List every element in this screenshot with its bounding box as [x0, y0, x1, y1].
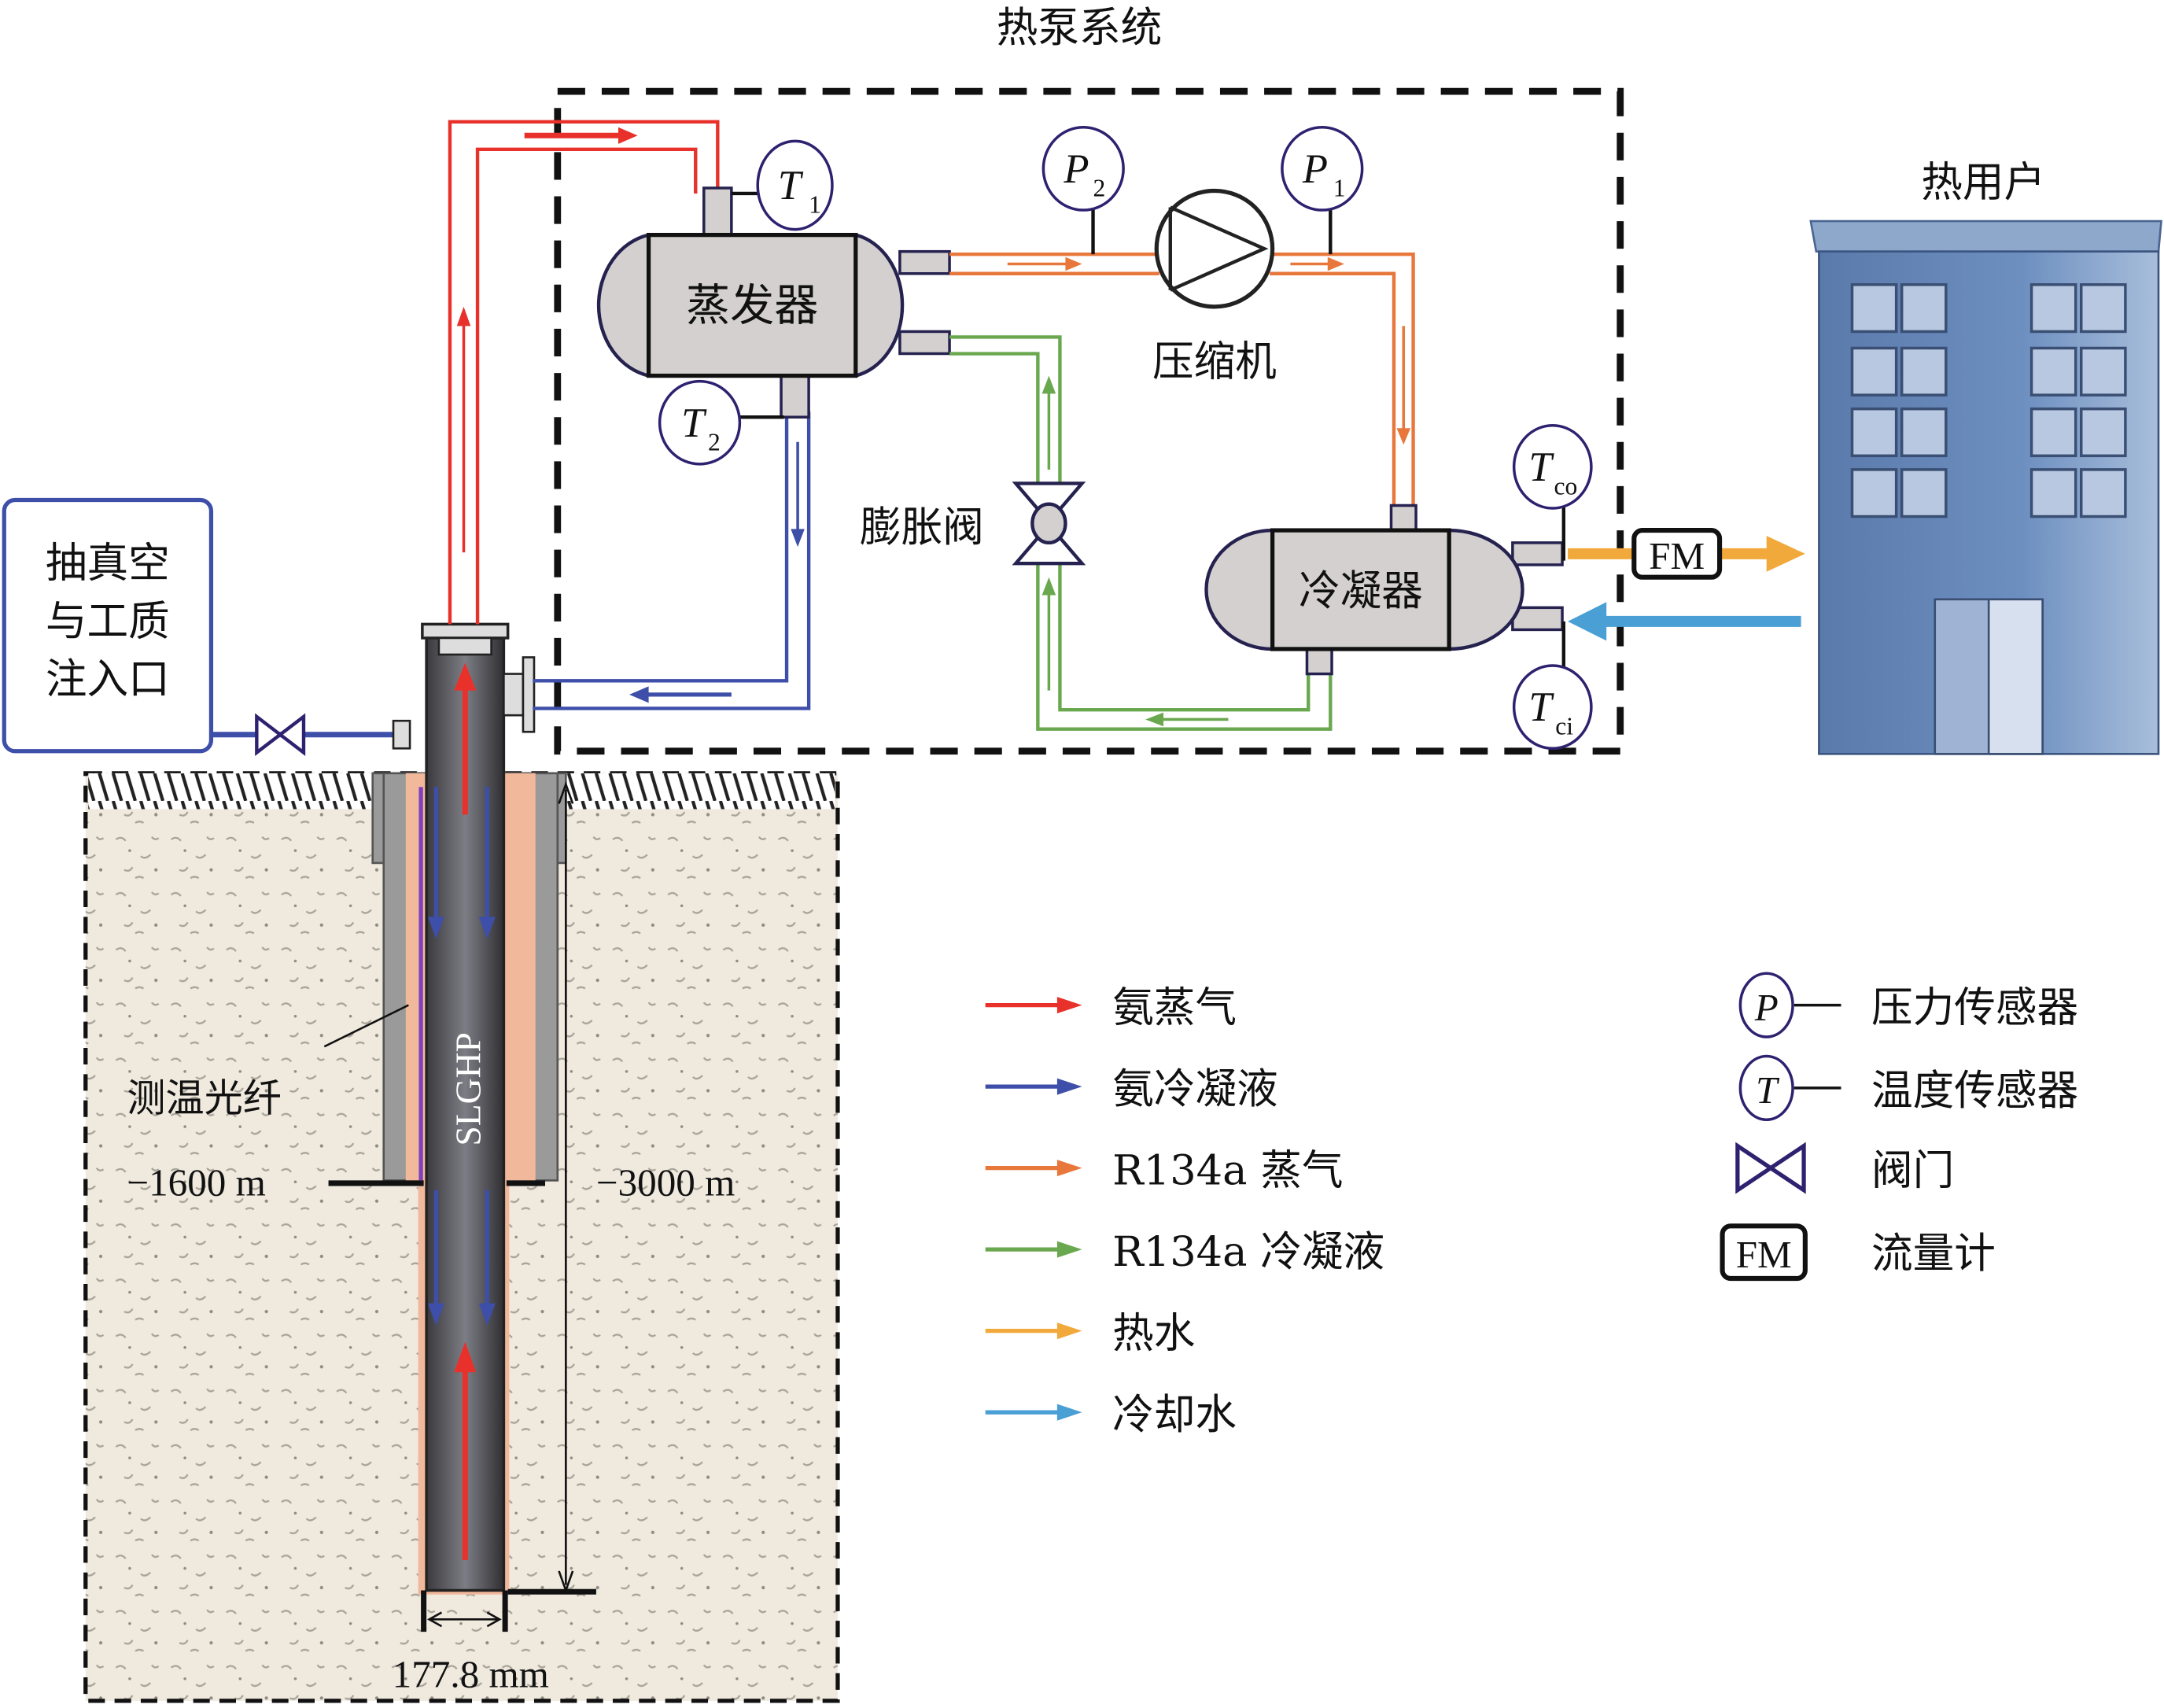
r134a-vapor-arrows	[1007, 256, 1411, 445]
sensor-Tci-sub: ci	[1555, 713, 1573, 740]
sensor-P1-sub: 1	[1333, 174, 1346, 201]
sensor-T1-main: T	[778, 163, 804, 208]
side-fitting	[503, 673, 525, 717]
legend-flow-label: 氨冷凝液	[1112, 1065, 1278, 1113]
heat-pump-boundary	[554, 87, 1624, 755]
legend-pressure-symbol: P	[1754, 986, 1779, 1029]
cooling-water-arrowhead	[1568, 602, 1607, 641]
evaporator-label: 蒸发器	[686, 280, 818, 331]
sensor-P2-sub: 2	[1093, 174, 1106, 201]
condenser-label: 冷凝器	[1299, 567, 1423, 615]
pipe-head-neck	[437, 636, 492, 656]
legend-flow-item: 热水	[985, 1310, 1195, 1358]
inlet-label-line2: 与工质	[46, 597, 170, 645]
sensor-P2-main: P	[1063, 146, 1089, 192]
pipe-cap	[421, 622, 510, 640]
legend-arrow-icon	[1056, 1404, 1082, 1421]
legend-flow-item: 氨冷凝液	[985, 1065, 1278, 1113]
sensor-Tco-main: T	[1528, 445, 1554, 490]
sensor-Tci: T ci	[1512, 621, 1593, 751]
legend-flow-label: 氨蒸气	[1112, 984, 1237, 1032]
legend-temperature-label: 温度传感器	[1871, 1067, 2078, 1115]
flow-meter[interactable]: FM	[1631, 528, 1723, 580]
legend-item-flow-meter: FM 流量计	[1720, 1223, 1996, 1282]
heat-user-label: 热用户	[1921, 158, 2045, 206]
legend-flow-item: R134a 蒸气	[985, 1147, 1344, 1195]
legend-item-temperature-sensor: T 温度传感器	[1738, 1054, 2078, 1121]
legend-flow-label: R134a 冷凝液	[1112, 1228, 1384, 1276]
sensor-Tci-main: T	[1528, 684, 1554, 730]
inlet-label-line1: 抽真空	[46, 540, 170, 588]
flow-meter-label: FM	[1649, 534, 1705, 577]
ammonia-liquid-line	[533, 411, 811, 710]
legend-flow-label: 冷却水	[1112, 1391, 1237, 1439]
sensor-P2: P 2	[1041, 126, 1125, 255]
compressor[interactable]	[1154, 188, 1275, 309]
diameter-label: 177.8 mm	[393, 1652, 549, 1695]
r134a-vapor-line	[949, 252, 1415, 509]
sensor-P1: P 1	[1281, 126, 1364, 255]
liquid-flow-arrowhead-left	[629, 686, 649, 703]
legend-valve-label: 阀门	[1871, 1147, 1954, 1195]
legend-temperature-symbol: T	[1756, 1068, 1780, 1112]
legend-flowmeter-label: 流量计	[1871, 1230, 1996, 1278]
sensor-T1-sub: 1	[809, 191, 821, 219]
sensor-Tco: T co	[1512, 423, 1593, 561]
sensor-T1: T 1	[731, 139, 834, 231]
legend-flowmeter-symbol: FM	[1736, 1233, 1792, 1276]
compressor-label: 压缩机	[1152, 338, 1277, 386]
sensor-T2-sub: 2	[708, 428, 721, 456]
inlet-valve-icon[interactable]	[255, 713, 306, 756]
legend-arrow-icon	[1056, 1323, 1082, 1340]
building	[1809, 219, 2162, 755]
valve-icon	[1735, 1142, 1806, 1194]
ammonia-vapor-line	[448, 120, 720, 625]
legend-pressure-label: 压力传感器	[1871, 984, 2078, 1032]
inlet-box	[2, 497, 214, 754]
legend-item-valve: 阀门	[1735, 1142, 1954, 1195]
pipe-label: SLGHP	[448, 1032, 488, 1145]
legend-symbols: P 压力传感器 T 温度传感器 阀门 FM 流量计	[1720, 972, 2078, 1282]
legend-flow-label: 热水	[1112, 1310, 1195, 1358]
r134a-liquid-arrows	[1041, 375, 1229, 727]
evaporator[interactable]: 蒸发器	[596, 186, 951, 419]
fiber-leader-line	[323, 1004, 409, 1048]
vapor-flow-arrowhead-riser	[456, 306, 471, 326]
legend-arrow-icon	[1056, 1241, 1082, 1258]
legend-arrow-icon	[1056, 1160, 1082, 1177]
inlet-label-line3: 注入口	[46, 655, 170, 703]
legend-flow-item: 氨蒸气	[985, 984, 1237, 1032]
depth-arrow-top	[558, 780, 574, 804]
fiber-label: 测温光纤	[127, 1075, 281, 1121]
diameter-arrowheads	[426, 1611, 502, 1628]
total-depth-label: −3000 m	[596, 1161, 735, 1204]
vapor-flow-arrowhead-top	[618, 127, 638, 144]
sensor-P1-main: P	[1302, 146, 1328, 192]
side-flange	[522, 656, 536, 733]
legend-flow-item: R134a 冷凝液	[985, 1228, 1384, 1276]
inlet-fitting	[392, 719, 411, 750]
liquid-flow-arrowhead-down	[791, 529, 805, 548]
r134a-liquid-line	[949, 335, 1333, 731]
sensor-T2-main: T	[681, 400, 707, 446]
expansion-valve[interactable]	[1012, 481, 1086, 566]
legend-arrow-icon	[1056, 997, 1082, 1014]
sensor-Tco-sub: co	[1554, 472, 1578, 500]
hot-water-arrowhead	[1766, 536, 1805, 572]
legend-flow-item: 冷却水	[985, 1391, 1237, 1439]
pipe-flow-arrows	[427, 662, 496, 1560]
expansion-valve-label: 膨胀阀	[860, 504, 984, 552]
sensor-T2: T 2	[658, 379, 784, 466]
condenser[interactable]: 冷凝器	[1204, 504, 1564, 676]
legend-flow-label: R134a 蒸气	[1112, 1147, 1343, 1195]
casing-depth-label: −1600 m	[127, 1161, 265, 1204]
legend-arrow-icon	[1056, 1078, 1082, 1095]
depth-arrow-bottom	[558, 1570, 574, 1594]
legend-item-pressure-sensor: P 压力传感器	[1738, 972, 2078, 1038]
heat-pump-system-title: 热泵系统	[997, 4, 1163, 52]
